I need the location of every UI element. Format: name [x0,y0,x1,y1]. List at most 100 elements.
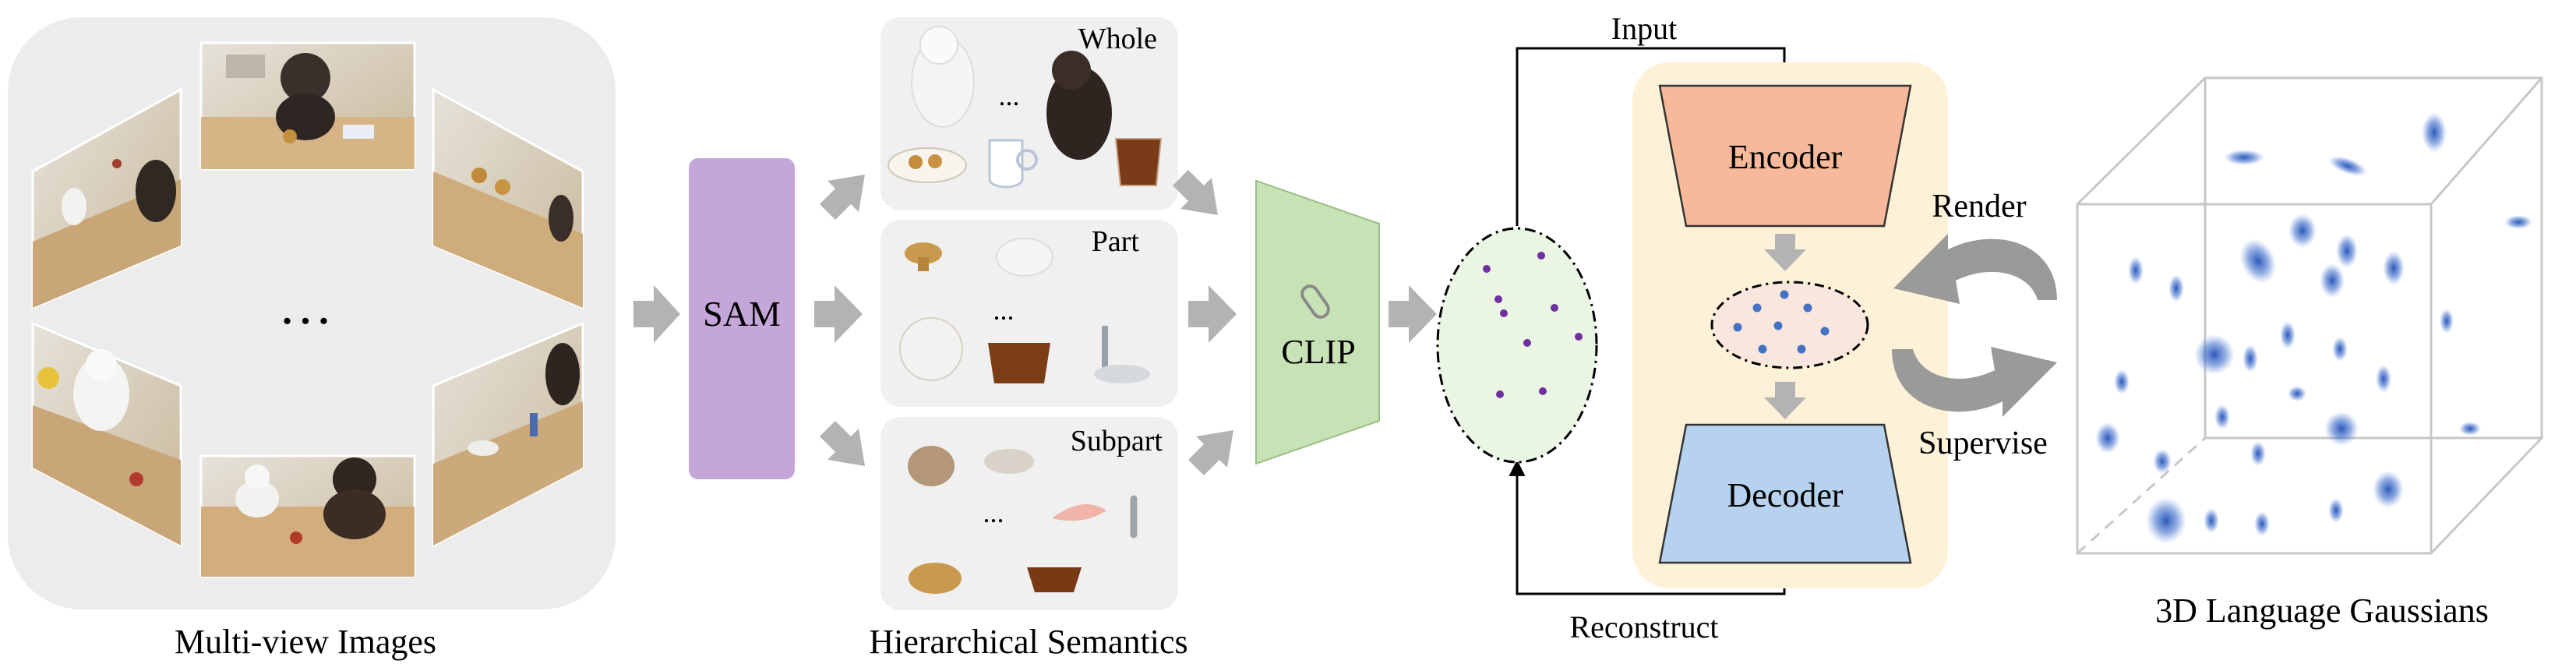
latent-points [1733,290,1830,354]
feature-point [1496,390,1504,398]
feature-points [1483,252,1583,398]
render-label: Render [1932,189,2026,224]
latent-point [1758,344,1767,354]
feature-point [1539,387,1547,395]
sam-label: SAM [703,294,781,334]
gaussian-blob [2204,508,2219,533]
gaussian-blob [2288,214,2317,248]
decoder-label: Decoder [1727,476,1843,514]
cube-edge [2430,436,2543,555]
encoder-block [1658,84,1912,228]
feature-space-ellipse [1436,227,1598,464]
view-image-bottom [199,454,416,578]
arrow-sam-to-part [814,285,863,343]
encoder-label: Encoder [1728,138,1843,176]
feature-point [1551,304,1558,312]
gaussian-blob [2383,251,2405,285]
sam-block [689,158,795,479]
arrow-part-to-clip [1188,285,1237,343]
gaussian-blob [2239,238,2277,284]
latent-point [1797,344,1806,354]
whole-item-plate [887,147,967,183]
gaussian-blob [2194,334,2235,375]
subpart-label: Subpart [1071,425,1163,457]
hierarchical-caption: Hierarchical Semantics [869,623,1187,661]
whole-panel: Whole ... [880,17,1178,210]
latent-point [1820,327,1830,336]
multiview-ellipsis: … [278,276,333,336]
latent-point [1752,303,1762,313]
arrow-encoder-to-latent [1764,234,1806,271]
render-arrow [1893,234,2057,304]
hierarchical-section: Whole ... Part ... [869,17,1188,661]
gaussian-blob [2288,386,2306,401]
arrow-clip-to-features [1389,285,1437,343]
part-item-body [899,317,963,381]
feature-point [1523,339,1531,347]
arrow-views-to-sam [633,285,680,343]
gaussian-blob [2250,441,2266,466]
gaussian-blob [2373,471,2404,508]
feature-point [1494,295,1502,303]
render-supervise-section: Render Supervise [1892,189,2057,461]
part-ellipsis: ... [993,295,1015,326]
latent-point [1773,321,1783,330]
latent-point [1733,323,1742,332]
supervise-label: Supervise [1918,426,2048,461]
subpart-item-2 [984,449,1034,474]
gaussian-blob [2504,215,2532,229]
feature-point [1483,265,1491,273]
subpart-item-ear [1052,504,1106,521]
gaussians-caption: 3D Language Gaussians [2155,592,2489,630]
part-item-head [996,238,1053,277]
whole-item-mug [988,139,1024,189]
view-image-right-bottom [432,321,584,548]
gaussians-section: 3D Language Gaussians [2076,76,2543,630]
gaussian-blob [2336,234,2358,268]
arrow-subpart-to-clip [1188,430,1233,475]
reconstruct-label: Reconstruct [1569,609,1718,645]
gaussian-blob [2328,156,2367,176]
part-item-bowl [988,343,1050,383]
subpart-item-4 [1027,567,1082,592]
view-image-right-top [432,87,584,310]
supervise-arrow [1892,347,2057,417]
feature-point [1537,252,1545,260]
arrow-latent-to-decoder [1764,382,1806,419]
gaussian-blob [2459,422,2481,436]
subpart-item-1 [908,446,955,486]
gaussian-blob [2224,150,2264,165]
gaussian-blob [2168,274,2184,302]
feature-point [1575,333,1583,341]
view-image-top [199,41,416,171]
gaussian-blob [2328,498,2344,523]
gaussian-blob [2376,365,2391,393]
gaussian-blob [2324,411,2359,446]
view-image-left-bottom [31,321,182,548]
part-item-cap [905,242,942,264]
feature-point [1500,309,1508,317]
latent-point [1803,303,1812,313]
gaussian-blob [2214,404,2230,429]
gaussian-blob [2114,369,2130,394]
gaussian-blob [2254,511,2270,536]
gaussian-blob [2422,112,2447,153]
cube-hidden-edge [2076,436,2207,555]
subpart-item-3 [909,563,962,594]
gaussian-blob [2280,321,2295,349]
autoencoder-section: Input Reconstruct Encoder [1436,11,1948,645]
clip-paperclip-icon [1300,284,1330,319]
whole-item-glass [1114,138,1163,186]
subpart-ellipsis: ... [983,497,1004,528]
clip-section: CLIP [1173,170,1437,475]
clip-block [1255,179,1380,465]
part-panel: Part ... [880,220,1178,407]
part-label: Part [1092,225,1140,258]
cube-edge [2430,77,2543,205]
arrow-sam-to-subpart [820,421,865,466]
gaussian-blobs [2095,112,2532,544]
cube-front-face [2076,203,2433,555]
latent-point [1780,290,1789,299]
sam-section: SAM [633,158,865,479]
gaussian-blob [2320,263,2345,298]
